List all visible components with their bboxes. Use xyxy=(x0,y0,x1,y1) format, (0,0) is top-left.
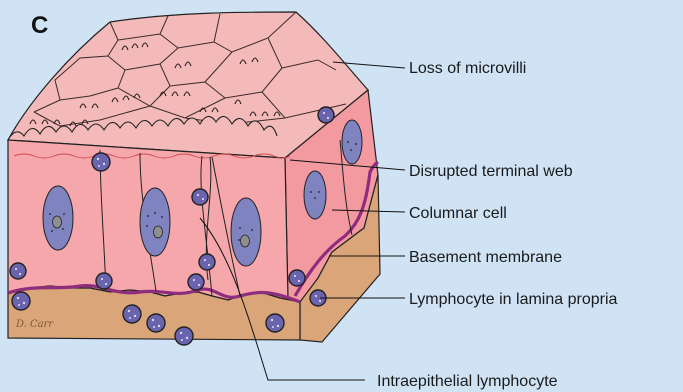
lamina-lymphocyte-3 xyxy=(147,314,165,332)
intraepithelial-lymphocyte-8 xyxy=(318,107,334,123)
label-loss-of-microvilli: Loss of microvilli xyxy=(409,60,526,77)
intraepithelial-lymphocyte-1 xyxy=(92,153,110,171)
lamina-lymphocyte-1 xyxy=(12,292,30,310)
lamina-lymphocyte-5 xyxy=(266,314,284,332)
lamina-lymphocyte-2 xyxy=(123,305,141,323)
label-intraepithelial-lymphocyte: Intraepithelial lymphocyte xyxy=(377,373,558,390)
panel-letter: C xyxy=(31,12,48,39)
intraepithelial-lymphocyte-5 xyxy=(96,273,112,289)
intraepithelial-lymphocyte-7 xyxy=(289,270,305,286)
label-disrupted-terminal-web: Disrupted terminal web xyxy=(409,163,573,180)
label-lymphocyte-lamina-propria: Lymphocyte in lamina propria xyxy=(409,291,618,308)
intraepithelial-lymphocyte-6 xyxy=(10,263,26,279)
label-basement-membrane: Basement membrane xyxy=(409,249,562,266)
labels: Loss of microvilli Disrupted terminal we… xyxy=(377,60,618,390)
intraepithelial-lymphocyte-2 xyxy=(192,189,208,205)
intraepithelial-lymphocyte-3 xyxy=(199,254,215,270)
intraepithelial-lymphocyte-4 xyxy=(188,274,204,290)
label-columnar-cell: Columnar cell xyxy=(409,205,507,222)
artist-signature: D. Carr xyxy=(15,319,54,330)
lamina-lymphocyte-4 xyxy=(175,327,193,345)
